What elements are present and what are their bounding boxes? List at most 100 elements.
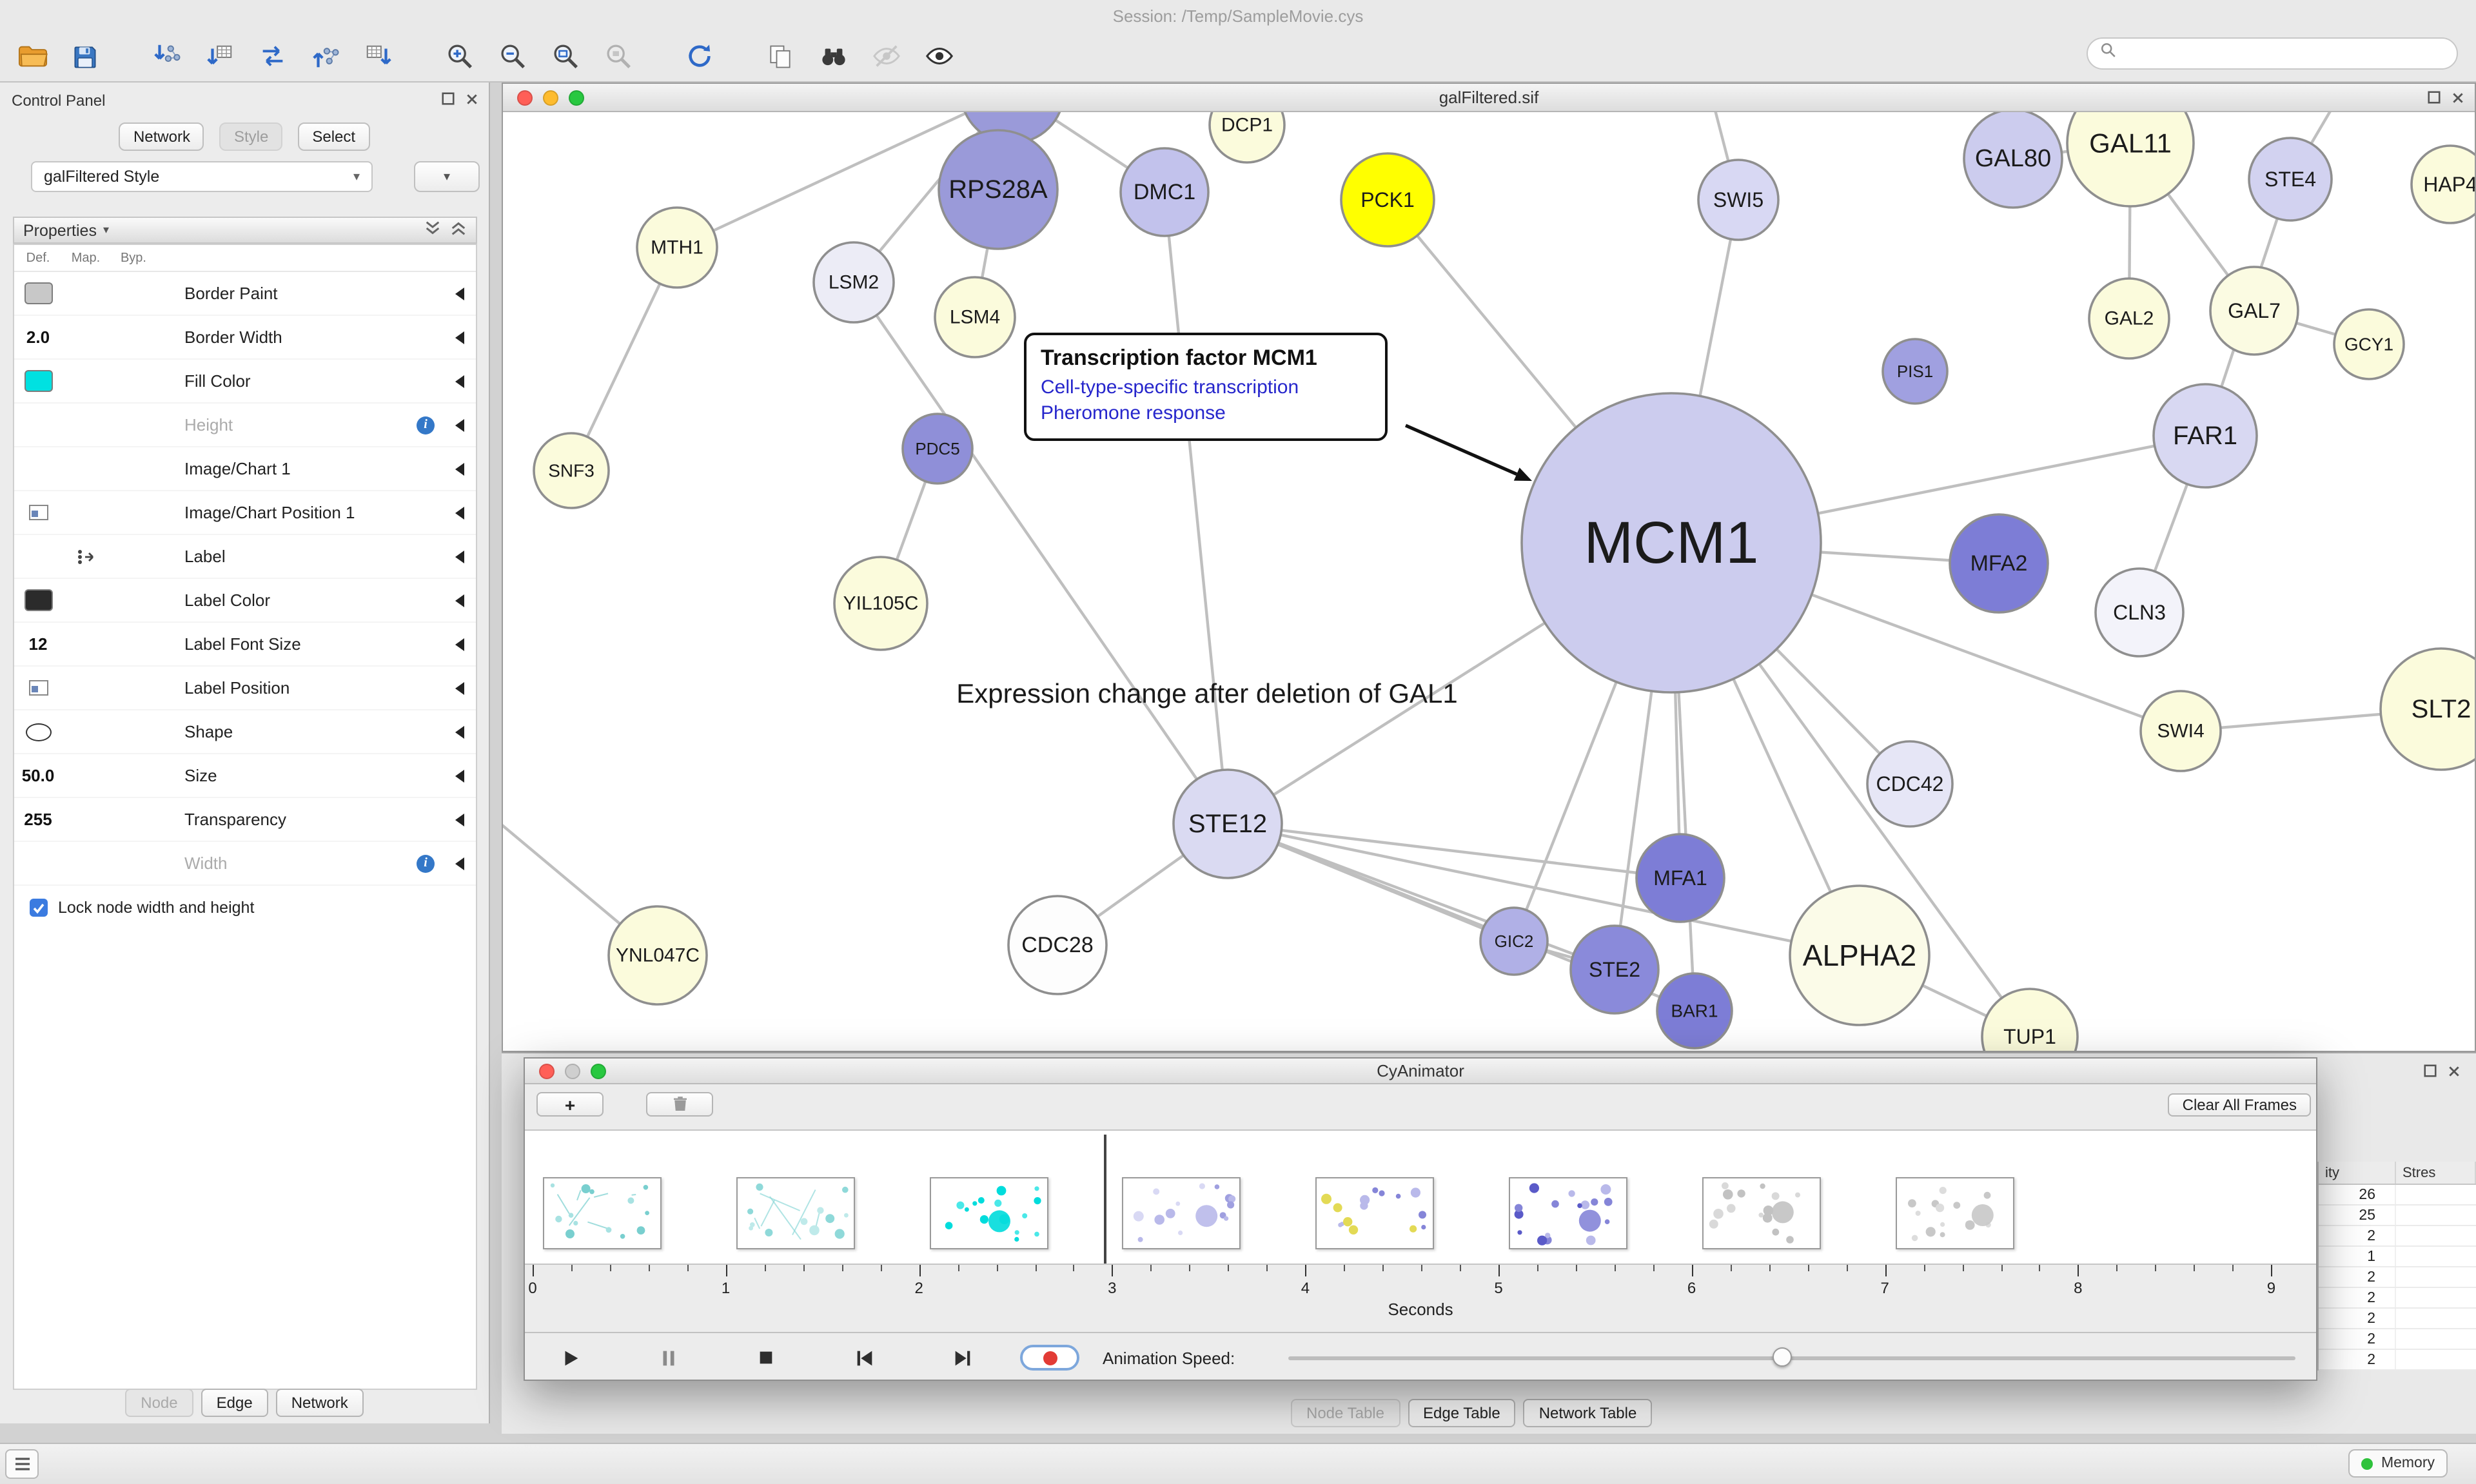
first-neighbors-button[interactable] bbox=[811, 37, 855, 75]
node-DCP1[interactable] bbox=[1208, 112, 1286, 164]
property-row-label-color[interactable]: Label Color bbox=[14, 579, 476, 623]
export-table-button[interactable] bbox=[356, 37, 400, 75]
expand-arrow-icon[interactable] bbox=[455, 725, 464, 738]
expand-arrow-icon[interactable] bbox=[455, 462, 464, 475]
expand-arrow-icon[interactable] bbox=[455, 857, 464, 870]
edge-STE12-STE2[interactable] bbox=[1227, 822, 1615, 971]
node-DMC1[interactable] bbox=[1119, 147, 1210, 237]
export-network-button[interactable] bbox=[303, 37, 347, 75]
node-CDC42[interactable] bbox=[1866, 740, 1954, 828]
stop-button[interactable] bbox=[742, 1342, 791, 1373]
table-row[interactable]: 2 bbox=[2319, 1329, 2476, 1350]
expand-arrow-icon[interactable] bbox=[455, 638, 464, 650]
node-LSM4[interactable] bbox=[934, 276, 1016, 358]
table-column-ity[interactable]: ity bbox=[2319, 1162, 2396, 1184]
table-row[interactable]: 2 bbox=[2319, 1226, 2476, 1247]
save-session-button[interactable] bbox=[63, 37, 107, 75]
show-all-button[interactable] bbox=[917, 37, 961, 75]
minimize-traffic-light[interactable] bbox=[565, 1064, 580, 1079]
node-TUP1[interactable] bbox=[1981, 988, 2079, 1051]
edge-MTH1-TOPCUT[interactable] bbox=[676, 112, 1012, 249]
node-RPS28A[interactable] bbox=[938, 129, 1059, 250]
annotation-link[interactable]: Pheromone response bbox=[1041, 402, 1226, 425]
refresh-view-button[interactable] bbox=[677, 37, 721, 75]
table-row[interactable]: 2 bbox=[2319, 1267, 2476, 1288]
edge-STE12-ALPHA2[interactable] bbox=[1227, 822, 1860, 957]
default-value-cell[interactable] bbox=[14, 589, 62, 611]
table-row[interactable]: 2 bbox=[2319, 1288, 2476, 1309]
close-icon[interactable] bbox=[2448, 1064, 2461, 1077]
tab-network[interactable]: Network bbox=[119, 122, 204, 151]
memory-button[interactable]: Memory bbox=[2348, 1449, 2448, 1478]
edge-SNF3-MTH1[interactable] bbox=[570, 247, 678, 471]
default-value-cell[interactable] bbox=[14, 282, 62, 304]
expand-all-icon[interactable] bbox=[450, 220, 467, 240]
clear-all-frames-button[interactable]: Clear All Frames bbox=[2168, 1093, 2311, 1117]
property-row-image-chart-1[interactable]: Image/Chart 1 bbox=[14, 447, 476, 491]
collapse-all-icon[interactable] bbox=[424, 220, 441, 240]
annotation-box[interactable]: Transcription factor MCM1 Cell-type-spec… bbox=[1024, 333, 1388, 440]
duplicate-view-button[interactable] bbox=[758, 37, 802, 75]
annotation-link[interactable]: Cell-type-specific transcription bbox=[1041, 376, 1299, 398]
search-input[interactable] bbox=[2124, 44, 2445, 63]
lock-size-checkbox[interactable] bbox=[30, 899, 48, 917]
default-value-cell[interactable] bbox=[14, 679, 62, 696]
node-FAR1[interactable] bbox=[2152, 383, 2258, 489]
previous-frame-button[interactable] bbox=[840, 1342, 889, 1373]
node-GAL7[interactable] bbox=[2209, 266, 2299, 356]
property-row-label-position[interactable]: Label Position bbox=[14, 667, 476, 710]
panel-toggle-button[interactable] bbox=[5, 1449, 39, 1479]
play-button[interactable] bbox=[545, 1342, 594, 1373]
info-icon[interactable]: i bbox=[417, 854, 435, 872]
node-CDC28[interactable] bbox=[1007, 895, 1108, 995]
close-traffic-light[interactable] bbox=[539, 1064, 555, 1079]
node-PDC5[interactable] bbox=[901, 413, 974, 485]
frame-thumbnail-6[interactable] bbox=[1509, 1177, 1627, 1249]
node-GAL11[interactable] bbox=[2066, 112, 2195, 208]
expand-arrow-icon[interactable] bbox=[455, 594, 464, 607]
import-network-button[interactable] bbox=[144, 37, 188, 75]
table-column-stres[interactable]: Stres bbox=[2396, 1162, 2476, 1184]
info-icon[interactable]: i bbox=[417, 416, 435, 434]
node-STE4[interactable] bbox=[2248, 137, 2333, 222]
node-YNL047C[interactable] bbox=[607, 905, 708, 1006]
tab-select[interactable]: Select bbox=[298, 122, 370, 151]
frame-thumbnail-5[interactable] bbox=[1315, 1177, 1435, 1249]
record-button[interactable] bbox=[1020, 1345, 1079, 1371]
expand-arrow-icon[interactable] bbox=[455, 506, 464, 519]
node-HAP4[interactable] bbox=[2410, 144, 2475, 224]
close-icon[interactable] bbox=[2451, 91, 2464, 104]
table-row[interactable]: 2 bbox=[2319, 1350, 2476, 1371]
close-traffic-light[interactable] bbox=[517, 90, 533, 106]
node-PIS1[interactable] bbox=[1882, 338, 1949, 405]
frame-thumbnail-8[interactable] bbox=[1895, 1177, 2014, 1249]
node-SNF3[interactable] bbox=[533, 432, 610, 509]
close-icon[interactable] bbox=[466, 92, 478, 105]
panel-tab-network[interactable]: Network bbox=[275, 1389, 364, 1417]
expand-arrow-icon[interactable] bbox=[455, 375, 464, 387]
search-box[interactable] bbox=[2087, 37, 2458, 70]
style-options-button[interactable]: ▾ bbox=[414, 161, 480, 192]
float-window-icon[interactable] bbox=[2427, 90, 2441, 104]
property-row-fill-color[interactable]: Fill Color bbox=[14, 360, 476, 404]
timeline-playhead[interactable] bbox=[1104, 1135, 1106, 1264]
float-window-icon[interactable] bbox=[441, 92, 455, 106]
frame-thumbnail-7[interactable] bbox=[1702, 1177, 1821, 1249]
frame-thumbnail-3[interactable] bbox=[929, 1177, 1048, 1249]
expand-arrow-icon[interactable] bbox=[455, 287, 464, 300]
canvas-caption[interactable]: Expression change after deletion of GAL1 bbox=[956, 679, 1458, 709]
default-value-cell[interactable]: 2.0 bbox=[26, 327, 50, 347]
expand-arrow-icon[interactable] bbox=[455, 331, 464, 344]
edge-STE12-MFA1[interactable] bbox=[1227, 822, 1681, 880]
float-window-icon[interactable] bbox=[2423, 1064, 2437, 1078]
zoom-fit-button[interactable] bbox=[543, 37, 587, 75]
minimize-traffic-light[interactable] bbox=[543, 90, 558, 106]
node-SLT2[interactable] bbox=[2379, 647, 2475, 771]
style-dropdown[interactable]: galFiltered Style ▾ bbox=[31, 161, 373, 192]
node-LSM2[interactable] bbox=[812, 241, 895, 324]
frames-timeline[interactable] bbox=[525, 1129, 2316, 1265]
